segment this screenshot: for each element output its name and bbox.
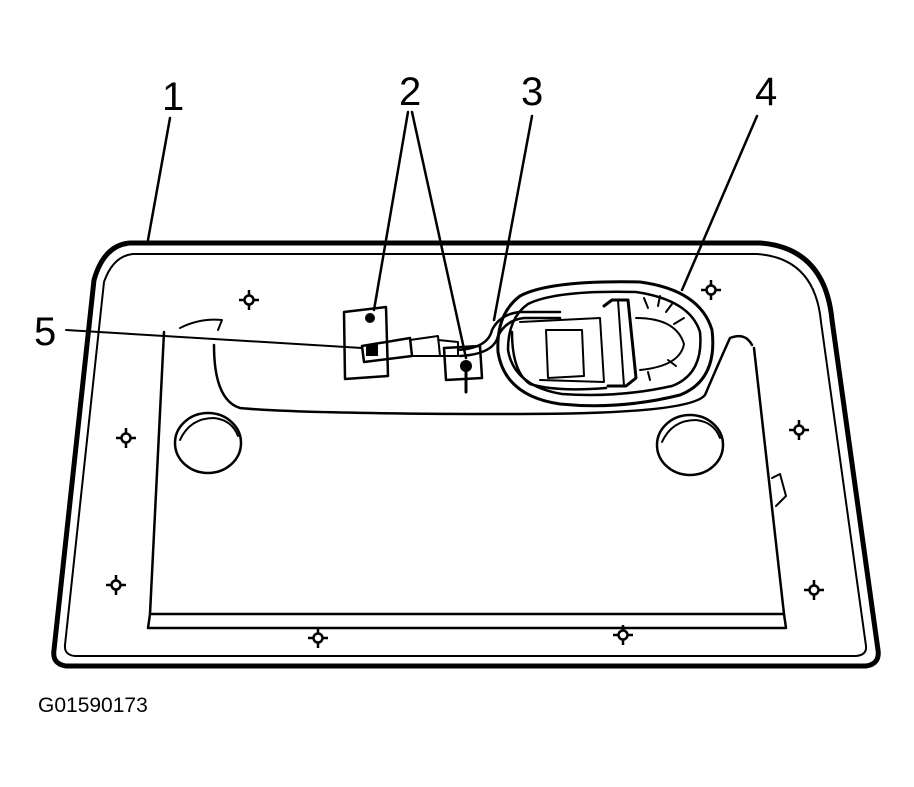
screw-icon: [308, 628, 328, 648]
callout-label-3: 3: [521, 70, 543, 114]
callout-label-4: 4: [755, 70, 777, 114]
screw-icon: [116, 428, 136, 448]
leader-lines: [65, 110, 759, 360]
screw-icon: [789, 420, 809, 440]
lens-plate: [146, 318, 788, 630]
wire-clip: [442, 344, 484, 394]
housing-panel: [51, 240, 881, 669]
connector-bracket: [342, 305, 459, 381]
callout-label-5: 5: [34, 310, 56, 354]
mounting-screws: [106, 280, 824, 648]
figure-code: G01590173: [38, 694, 148, 717]
round-bosses: [173, 411, 725, 477]
bulb-socket-assembly: [496, 280, 715, 408]
screw-icon: [239, 290, 259, 310]
callout-labels: 1 2 3 4 5: [34, 70, 777, 354]
screw-icon: [804, 580, 824, 600]
callout-label-2: 2: [399, 70, 421, 114]
screw-icon: [701, 280, 721, 300]
callout-label-1: 1: [162, 75, 184, 119]
screw-icon: [613, 625, 633, 645]
screw-icon: [106, 575, 126, 595]
